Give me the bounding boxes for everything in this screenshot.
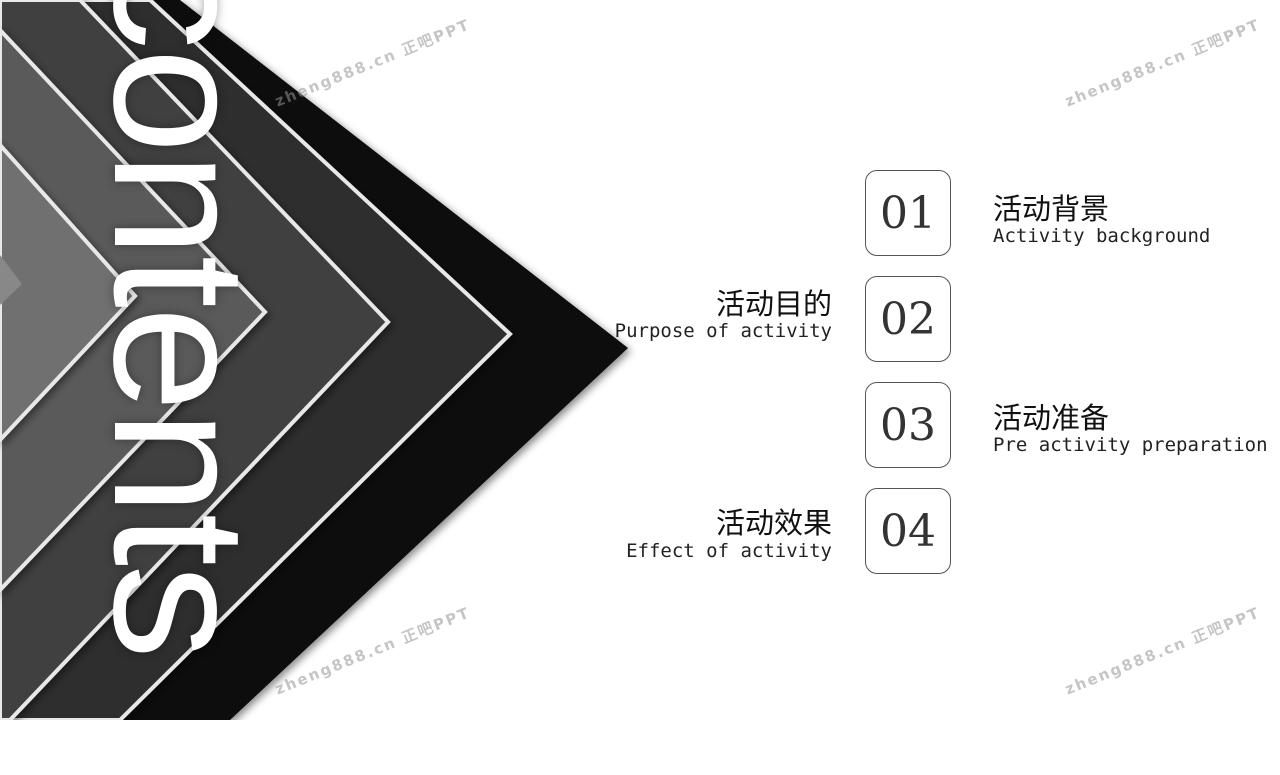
item-number-box-03: 03 <box>865 382 951 468</box>
item-subtitle-activity-background: Activity background <box>993 225 1211 247</box>
item-title-purpose-of-activity: 活动目的 <box>715 287 832 321</box>
item-subtitle-purpose-of-activity: Purpose of activity <box>614 320 832 342</box>
item-number: 02 <box>880 293 936 345</box>
chevron-bands-graphic <box>0 0 628 720</box>
item-title-activity-background: 活动背景 <box>993 192 1110 226</box>
item-subtitle-pre-activity-preparation: Pre activity preparation <box>993 434 1268 456</box>
item-number-box-01: 01 <box>865 170 951 256</box>
chevron-band-5 <box>0 141 138 443</box>
item-title-pre-activity-preparation: 活动准备 <box>993 401 1110 435</box>
item-number: 03 <box>880 399 936 451</box>
item-number-box-02: 02 <box>865 276 951 362</box>
item-title-effect-of-activity: 活动效果 <box>715 506 832 540</box>
chevron-band-4 <box>0 27 268 593</box>
item-subtitle-effect-of-activity: Effect of activity <box>626 540 832 562</box>
item-number-box-04: 04 <box>865 488 951 574</box>
item-number: 04 <box>880 505 936 557</box>
chevron-band-inner <box>0 255 22 305</box>
item-number: 01 <box>880 187 936 239</box>
contents-heading: contents <box>74 0 286 658</box>
